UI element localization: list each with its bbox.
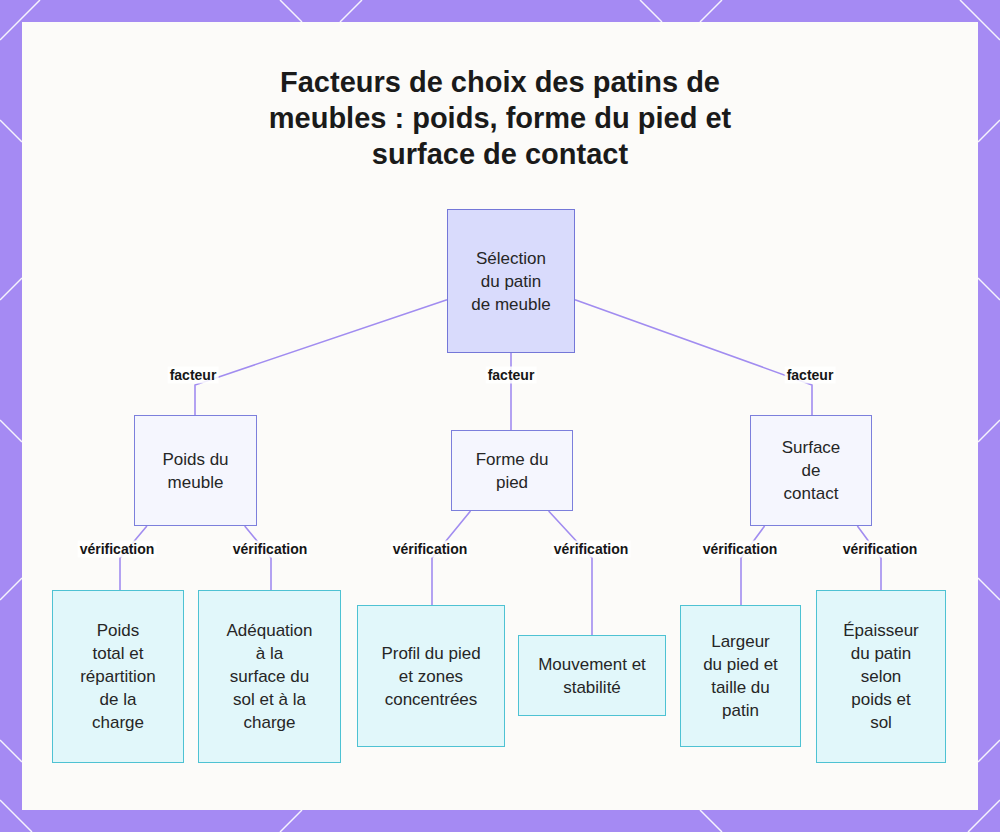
edge-label: vérification [391,541,470,558]
connector [195,300,447,415]
edge-label: vérification [841,541,920,558]
edge-label: facteur [168,367,219,384]
factor-box: Forme du pied [451,430,573,511]
edge-label: facteur [785,367,836,384]
connector [741,526,765,605]
check-box: Poids total et répartition de la charge [52,590,184,763]
node-text: Forme du pied [466,448,558,494]
edge-label: facteur [486,367,537,384]
edge-label: vérification [78,541,157,558]
node-text: Poids du meuble [150,448,242,494]
diagram-title: Facteurs de choix des patins de meubles … [240,64,760,172]
edge-label: vérification [701,541,780,558]
connector [432,511,471,605]
node-text: Poids total et répartition de la charge [79,619,157,734]
edge-label: vérification [231,541,310,558]
check-box: Profil du pied et zones concentrées [357,605,505,747]
node-text: Profil du pied et zones concentrées [381,642,481,711]
check-box: Largeur du pied et taille du patin [680,605,801,747]
factor-box: Surface de contact [750,415,872,526]
node-text: Sélection du patin de meuble [470,247,552,316]
edge-label: vérification [552,541,631,558]
check-box: Adéquation à la surface du sol et à la c… [198,590,341,763]
check-box: Épaisseur du patin selon poids et sol [816,590,946,763]
node-text: Surface de contact [775,436,847,505]
connector [549,511,592,635]
node-text: Adéquation à la surface du sol et à la c… [226,619,313,734]
node-text: Mouvement et stabilité [538,653,646,699]
connector [245,526,271,590]
factor-box: Poids du meuble [134,415,257,526]
connector [510,353,512,430]
root-box: Sélection du patin de meuble [447,209,575,353]
connector [575,300,812,415]
node-text: Largeur du pied et taille du patin [701,630,781,722]
connector [120,526,147,590]
check-box: Mouvement et stabilité [518,635,666,716]
node-text: Épaisseur du patin selon poids et sol [840,619,922,734]
connector [857,526,881,590]
